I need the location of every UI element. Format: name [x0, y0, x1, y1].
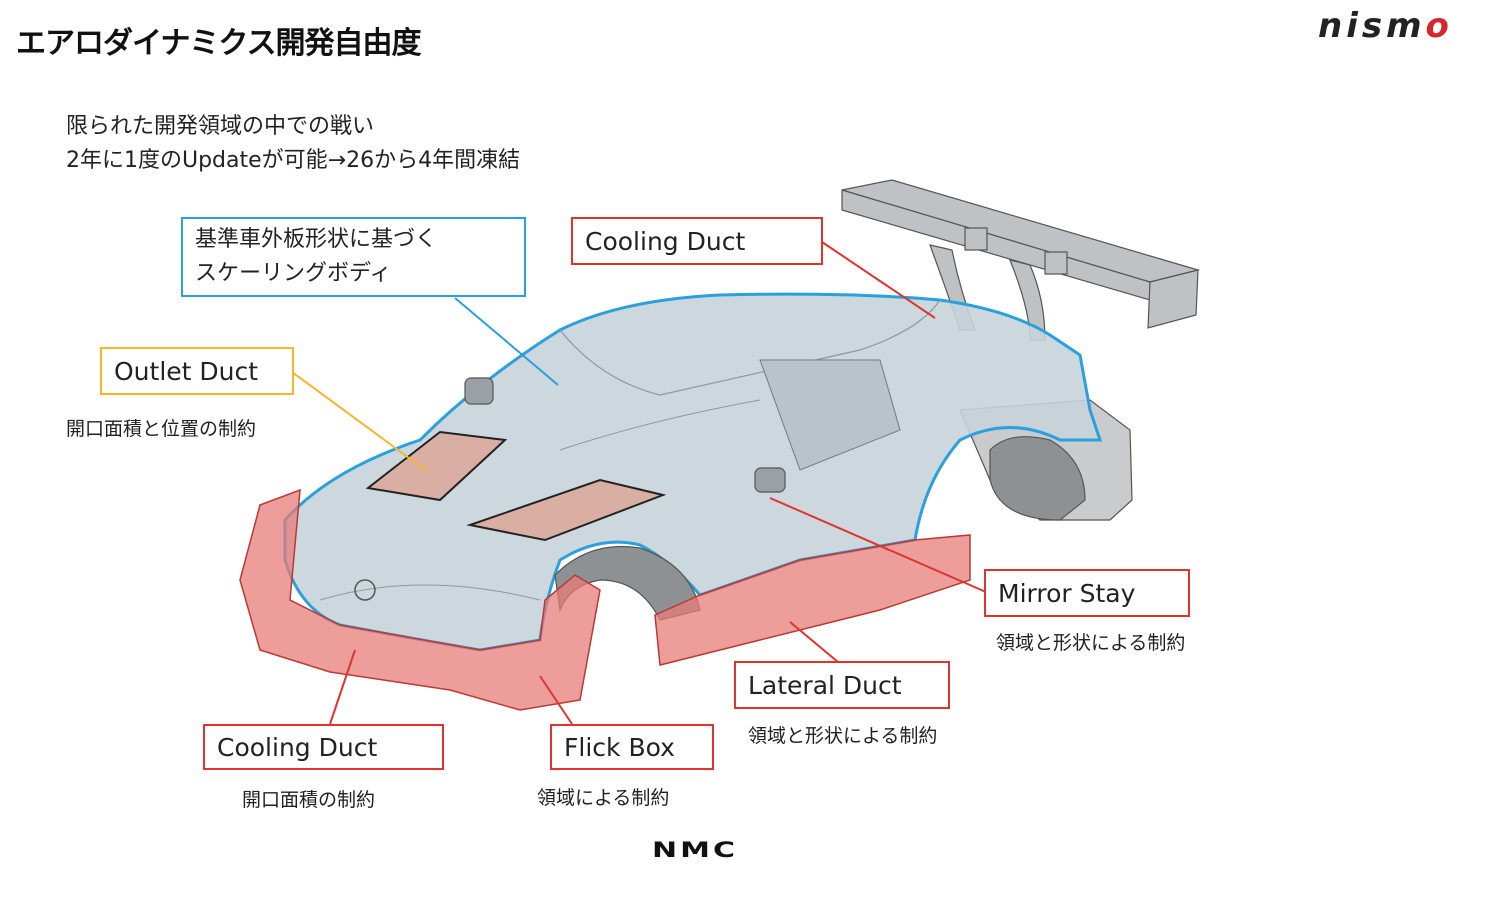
- subtitle-line-2: 2年に1度のUpdateが可能→26から4年間凍結: [66, 148, 521, 173]
- hood-outlet-ducts: [365, 430, 667, 542]
- cooling-duct-bottom-callout: Cooling Duct: [203, 724, 444, 770]
- scaling-body-callout: 基準車外板形状に基づく スケーリングボディ: [181, 217, 526, 297]
- mirror-stay-note: 領域と形状による制約: [996, 632, 1186, 654]
- nmc-logo: NMC: [652, 838, 738, 863]
- scaling-body-line-1: 基準車外板形状に基づく: [195, 227, 438, 252]
- page-title: エアロダイナミクス開発自由度: [16, 26, 421, 61]
- flick-box-callout: Flick Box: [550, 724, 714, 770]
- cooling-duct-top-callout: Cooling Duct: [571, 217, 823, 265]
- outlet-duct-note: 開口面積と位置の制約: [66, 418, 257, 440]
- nismo-logo: nismo: [1318, 6, 1453, 46]
- outlet-duct-callout: Outlet Duct: [100, 347, 294, 395]
- lateral-duct-note: 領域と形状による制約: [748, 725, 938, 747]
- flick-box-note: 領域による制約: [537, 787, 670, 809]
- lateral-duct-region: [654, 534, 971, 666]
- scaling-body-line-2: スケーリングボディ: [195, 261, 392, 286]
- lateral-duct-callout: Lateral Duct: [734, 661, 950, 709]
- subtitle-line-1: 限られた開発領域の中での戦い: [66, 114, 375, 139]
- rear-wing: [841, 179, 1201, 341]
- mirror: [464, 377, 786, 493]
- mirror-stay-callout: Mirror Stay: [984, 569, 1190, 617]
- leader-lines: [291, 241, 987, 725]
- cooling-duct-bottom-note: 開口面積の制約: [242, 789, 376, 811]
- front-splitter-region: [239, 488, 601, 711]
